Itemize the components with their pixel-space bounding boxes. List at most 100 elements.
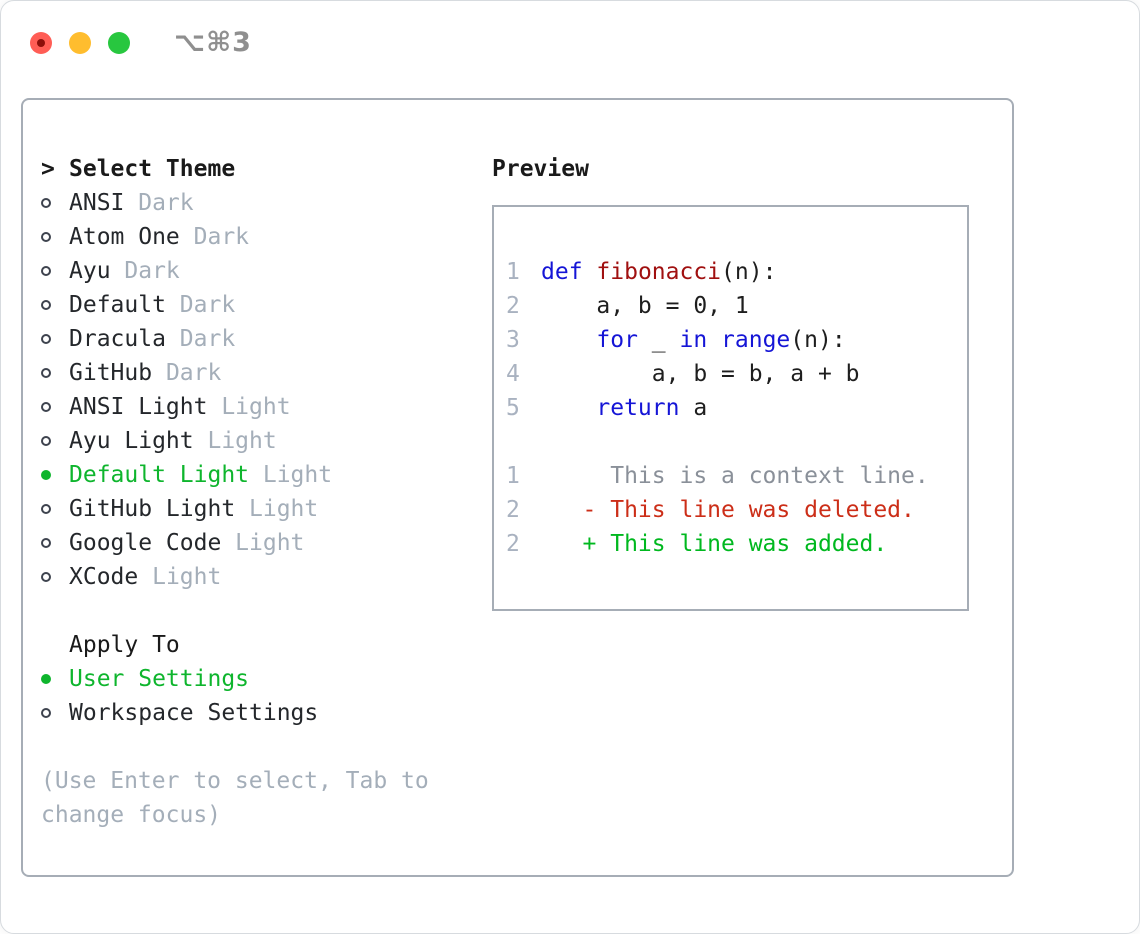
code-line: 3 for _ in range(n): bbox=[506, 323, 967, 357]
token-plain: a bbox=[679, 395, 708, 421]
apply-option-user-settings[interactable]: User Settings bbox=[41, 662, 492, 696]
theme-option-ayu[interactable]: Ayu Dark bbox=[41, 254, 492, 288]
token-plain: (n): bbox=[721, 259, 777, 285]
code-line-content: for _ in range(n): bbox=[541, 327, 846, 353]
minimize-button[interactable] bbox=[69, 31, 91, 54]
token-plain: (n): bbox=[790, 327, 846, 353]
preview-header: Preview bbox=[492, 152, 1012, 186]
apply-to-title: Apply To bbox=[69, 632, 180, 658]
maximize-button[interactable] bbox=[108, 31, 130, 54]
close-indicator-dot bbox=[37, 38, 45, 47]
line-number: 1 bbox=[506, 463, 520, 489]
theme-variant-label: Dark bbox=[138, 190, 194, 216]
line-number: 2 bbox=[506, 497, 520, 523]
theme-option-default[interactable]: Default Dark bbox=[41, 288, 492, 322]
cursor-arrow-icon: > bbox=[41, 156, 55, 182]
theme-variant-label: Dark bbox=[193, 224, 250, 250]
radio-selected-icon bbox=[41, 674, 69, 684]
token-keyword: range bbox=[721, 327, 791, 353]
radio-icon bbox=[41, 402, 69, 412]
line-number: 2 bbox=[506, 531, 520, 557]
theme-variant-label: Light bbox=[221, 394, 291, 420]
radio-icon bbox=[41, 436, 69, 446]
theme-variant-label: Dark bbox=[124, 258, 180, 284]
code-line: 2 + This line was added. bbox=[506, 527, 967, 561]
theme-name: GitHub bbox=[69, 360, 153, 386]
apply-option-label: Workspace Settings bbox=[69, 700, 319, 726]
theme-option-ayu-light[interactable]: Ayu Light Light bbox=[41, 424, 492, 458]
token-plain bbox=[541, 395, 596, 421]
close-button[interactable] bbox=[30, 31, 52, 54]
radio-icon bbox=[41, 572, 69, 582]
theme-variant-label: Light bbox=[249, 496, 319, 522]
theme-variant-label: Light bbox=[235, 530, 305, 556]
token-function: fibonacci bbox=[596, 259, 722, 285]
code-line: 4 a, b = b, a + b bbox=[506, 357, 967, 391]
radio-icon bbox=[41, 708, 69, 718]
code-line-content: a, b = b, a + b bbox=[541, 361, 860, 387]
code-line bbox=[506, 425, 967, 459]
radio-selected-icon bbox=[41, 470, 69, 480]
theme-variant-label: Dark bbox=[165, 360, 222, 386]
theme-name: Dracula bbox=[69, 326, 166, 352]
keyboard-hint: (Use Enter to select, Tab to change focu… bbox=[41, 768, 429, 828]
token-plain bbox=[707, 327, 721, 353]
line-number: 5 bbox=[506, 395, 520, 421]
token-keyword: for bbox=[596, 327, 638, 353]
theme-option-default-light[interactable]: Default Light Light bbox=[41, 458, 492, 492]
theme-name: ANSI Light bbox=[69, 394, 208, 420]
theme-name: ANSI bbox=[69, 190, 125, 216]
token-plain: _ bbox=[637, 327, 680, 353]
code-line-content: - This line was deleted. bbox=[541, 497, 915, 523]
theme-option-github[interactable]: GitHub Dark bbox=[41, 356, 492, 390]
theme-variant-label: Light bbox=[262, 462, 333, 488]
theme-variant-label: Light bbox=[152, 564, 222, 590]
select-theme-header: > Select Theme bbox=[41, 152, 492, 186]
theme-option-ansi-light[interactable]: ANSI Light Light bbox=[41, 390, 492, 424]
select-theme-title: Select Theme bbox=[69, 156, 236, 182]
theme-option-ansi[interactable]: ANSI Dark bbox=[41, 186, 492, 220]
radio-icon bbox=[41, 198, 69, 208]
token-plain bbox=[583, 259, 597, 285]
code-line: 5 return a bbox=[506, 391, 967, 425]
theme-name: Ayu bbox=[69, 258, 111, 284]
code-line: 2 a, b = 0, 1 bbox=[506, 289, 967, 323]
code-line: 1 This is a context line. bbox=[506, 459, 967, 493]
code-line-content: a, b = 0, 1 bbox=[541, 293, 748, 319]
code-line-content: This is a context line. bbox=[541, 463, 929, 489]
theme-name: Default Light bbox=[69, 462, 250, 488]
theme-variant-label: Light bbox=[207, 428, 277, 454]
code-line-content: def fibonacci(n): bbox=[541, 259, 776, 285]
token-context: This is a context line. bbox=[541, 463, 929, 489]
theme-name: Default bbox=[69, 292, 166, 318]
token-added: + This line was added. bbox=[541, 531, 888, 557]
token-keyword: in bbox=[679, 327, 708, 353]
theme-variant-label: Dark bbox=[179, 292, 236, 318]
radio-icon bbox=[41, 266, 69, 276]
token-plain bbox=[541, 327, 596, 353]
code-line-content: return a bbox=[541, 395, 707, 421]
radio-icon bbox=[41, 504, 69, 514]
token-plain: a, b = b, a + b bbox=[541, 361, 860, 387]
theme-name: Ayu Light bbox=[69, 428, 194, 454]
titlebar: ⌥⌘3 bbox=[30, 27, 252, 58]
preview-title: Preview bbox=[492, 156, 589, 182]
radio-icon bbox=[41, 334, 69, 344]
code-line: 2 - This line was deleted. bbox=[506, 493, 967, 527]
token-deleted: - This line was deleted. bbox=[541, 497, 915, 523]
line-number: 4 bbox=[506, 361, 520, 387]
apply-option-workspace-settings[interactable]: Workspace Settings bbox=[41, 696, 492, 730]
